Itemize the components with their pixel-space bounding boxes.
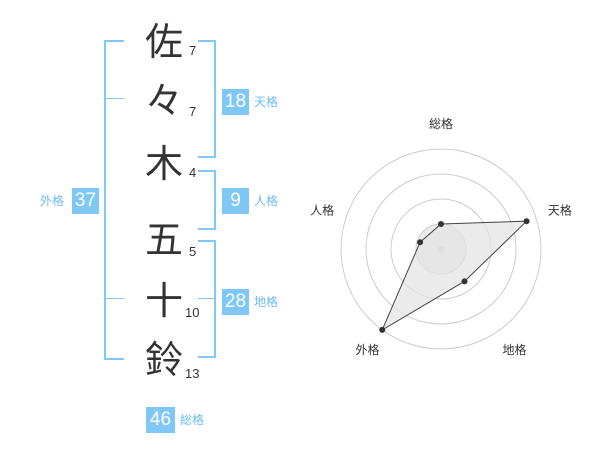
- gaikaku-value: 37: [72, 188, 99, 214]
- gaikaku-tick-2: [104, 298, 124, 299]
- kanji-char-4: 五: [144, 218, 183, 262]
- tenkaku-bracket: [198, 40, 216, 158]
- stroke-count-5: 10: [185, 305, 200, 320]
- stroke-count-4: 5: [189, 244, 197, 259]
- tenkaku-value: 18: [222, 89, 249, 115]
- radar-point-5: [417, 239, 424, 246]
- radar-axis-label-4: 外格: [356, 342, 380, 357]
- jinkaku-value: 9: [222, 188, 249, 214]
- jinkaku-label: 人格: [254, 194, 279, 208]
- stroke-count-2: 7: [189, 104, 197, 119]
- radar-point-2: [523, 218, 530, 225]
- radar-point-4: [379, 326, 386, 333]
- kanji-char-2: 々: [144, 79, 183, 123]
- radar-axis-label-1: 総格: [429, 116, 453, 131]
- tenkaku-label: 天格: [254, 95, 279, 109]
- radar-polygon: [381, 220, 528, 332]
- kanji-char-1: 佐: [144, 20, 183, 64]
- chikaku-label: 地格: [254, 295, 279, 309]
- gaikaku-label: 外格: [40, 194, 65, 208]
- chikaku-tick: [198, 298, 216, 299]
- kanji-char-6: 鈴: [144, 338, 183, 382]
- radar-axis-label-2: 天格: [548, 202, 572, 217]
- gaikaku-bracket: [104, 40, 124, 360]
- stroke-count-6: 13: [185, 366, 200, 381]
- stroke-count-3: 4: [189, 165, 197, 180]
- chikaku-bracket: [198, 240, 216, 358]
- radar-ring: [365, 173, 517, 325]
- gaikaku-tick-1: [104, 98, 124, 99]
- kanji-char-5: 十: [144, 279, 183, 323]
- chikaku-value: 28: [222, 289, 249, 315]
- radar-ring: [340, 148, 542, 350]
- stroke-count-1: 7: [189, 43, 197, 58]
- jinkaku-bracket: [198, 170, 216, 230]
- kanji-char-3: 木: [144, 142, 183, 186]
- radar-point-3: [461, 278, 468, 285]
- soukaku-value: 46: [146, 407, 175, 433]
- radar-axis-label-3: 地格: [502, 342, 526, 357]
- soukaku-label: 総格: [180, 413, 205, 427]
- radar-axis-label-5: 人格: [310, 202, 334, 217]
- radar-point-1: [438, 221, 444, 227]
